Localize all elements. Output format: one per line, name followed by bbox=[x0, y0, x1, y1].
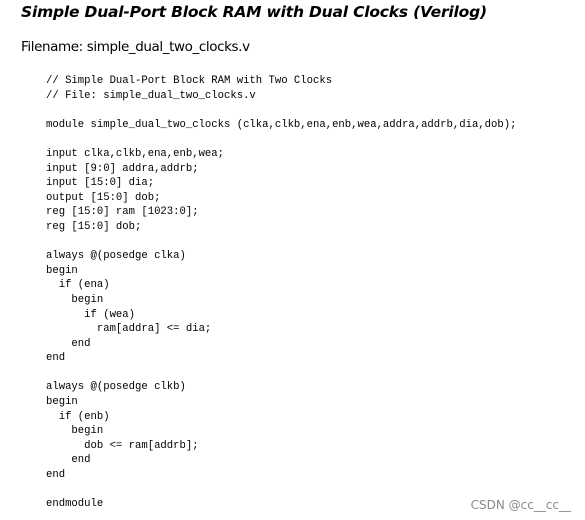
code-line: reg [15:0] ram [1023:0]; bbox=[46, 206, 199, 219]
code-line: if (wea) bbox=[46, 308, 136, 321]
code-line: dob <= ram[addrb]; bbox=[46, 439, 199, 452]
code-line bbox=[46, 366, 516, 381]
code-line: reg [15:0] dob; bbox=[46, 220, 142, 233]
code-line: // File: simple_dual_two_clocks.v bbox=[46, 89, 256, 102]
code-line: output [15:0] dob; bbox=[46, 191, 161, 204]
code-line bbox=[46, 235, 516, 250]
document-title: Simple Dual-Port Block RAM with Dual Clo… bbox=[21, 3, 487, 21]
code-line: begin bbox=[46, 264, 78, 277]
code-line bbox=[46, 132, 516, 147]
code-line: end bbox=[46, 337, 91, 350]
code-line: end bbox=[46, 454, 91, 467]
code-line: input [9:0] addra,addrb; bbox=[46, 162, 199, 175]
code-line: input clka,clkb,ena,enb,wea; bbox=[46, 147, 225, 160]
code-line: begin bbox=[46, 396, 78, 409]
code-line: ram[addra] <= dia; bbox=[46, 323, 212, 336]
code-line: begin bbox=[46, 425, 104, 438]
code-line: input [15:0] dia; bbox=[46, 177, 155, 190]
code-line bbox=[46, 103, 516, 118]
watermark: CSDN @cc__cc__ bbox=[470, 498, 571, 512]
code-block: // Simple Dual-Port Block RAM with Two C… bbox=[46, 74, 516, 512]
code-line: module simple_dual_two_clocks (clka,clkb… bbox=[46, 118, 517, 131]
filename-line: Filename: simple_dual_two_clocks.v bbox=[21, 39, 250, 55]
code-line bbox=[46, 483, 516, 498]
code-line: end bbox=[46, 469, 66, 482]
code-line: end bbox=[46, 352, 66, 365]
code-line: endmodule bbox=[46, 498, 104, 511]
code-line: // Simple Dual-Port Block RAM with Two C… bbox=[46, 75, 333, 87]
code-line: if (enb) bbox=[46, 410, 110, 423]
code-line: always @(posedge clka) bbox=[46, 250, 186, 263]
code-line: begin bbox=[46, 293, 104, 306]
code-line: if (ena) bbox=[46, 279, 110, 292]
code-line: always @(posedge clkb) bbox=[46, 381, 186, 394]
